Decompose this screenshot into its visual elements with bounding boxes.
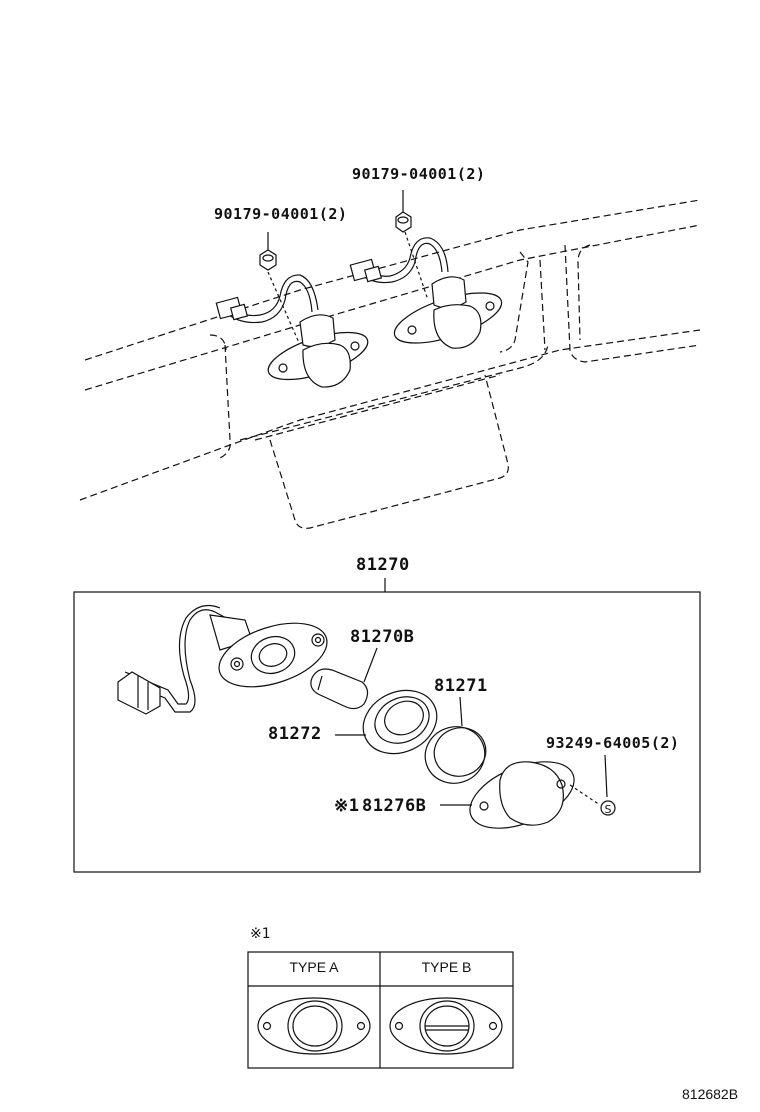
screw — [569, 754, 616, 816]
type-b-header: TYPE B — [421, 959, 472, 975]
screw-s-mark: S — [605, 803, 612, 816]
assembly-label: 81270 — [356, 555, 410, 575]
socket-assembly — [117, 605, 328, 715]
figure-number: 812682B — [682, 1086, 739, 1102]
installed-lamp-left — [215, 274, 369, 388]
type-note-mark: ※1 — [250, 926, 271, 942]
gasket — [335, 689, 438, 755]
inner-lens — [424, 696, 487, 784]
nut-right-label: 90179-04001(2) — [352, 165, 486, 183]
bulb-label: 81270B — [350, 627, 415, 647]
outer-lens — [440, 761, 575, 829]
nut-right — [395, 211, 412, 233]
outer-lens-label: 81276B — [362, 796, 427, 816]
nut-left-label: 90179-04001(2) — [214, 205, 348, 223]
type-table — [247, 951, 514, 1069]
installed-lamp-right — [349, 237, 503, 349]
bulb — [310, 647, 378, 710]
gasket-label: 81272 — [268, 724, 322, 744]
nut-left — [259, 249, 277, 271]
assembly-box — [73, 591, 701, 873]
inner-lens-label: 81271 — [434, 676, 488, 696]
outer-lens-note-mark: ※1 — [334, 796, 360, 816]
screw-label: 93249-64005(2) — [546, 734, 680, 752]
type-a-header: TYPE A — [289, 959, 339, 975]
vehicle-panel-outline — [79, 199, 701, 529]
